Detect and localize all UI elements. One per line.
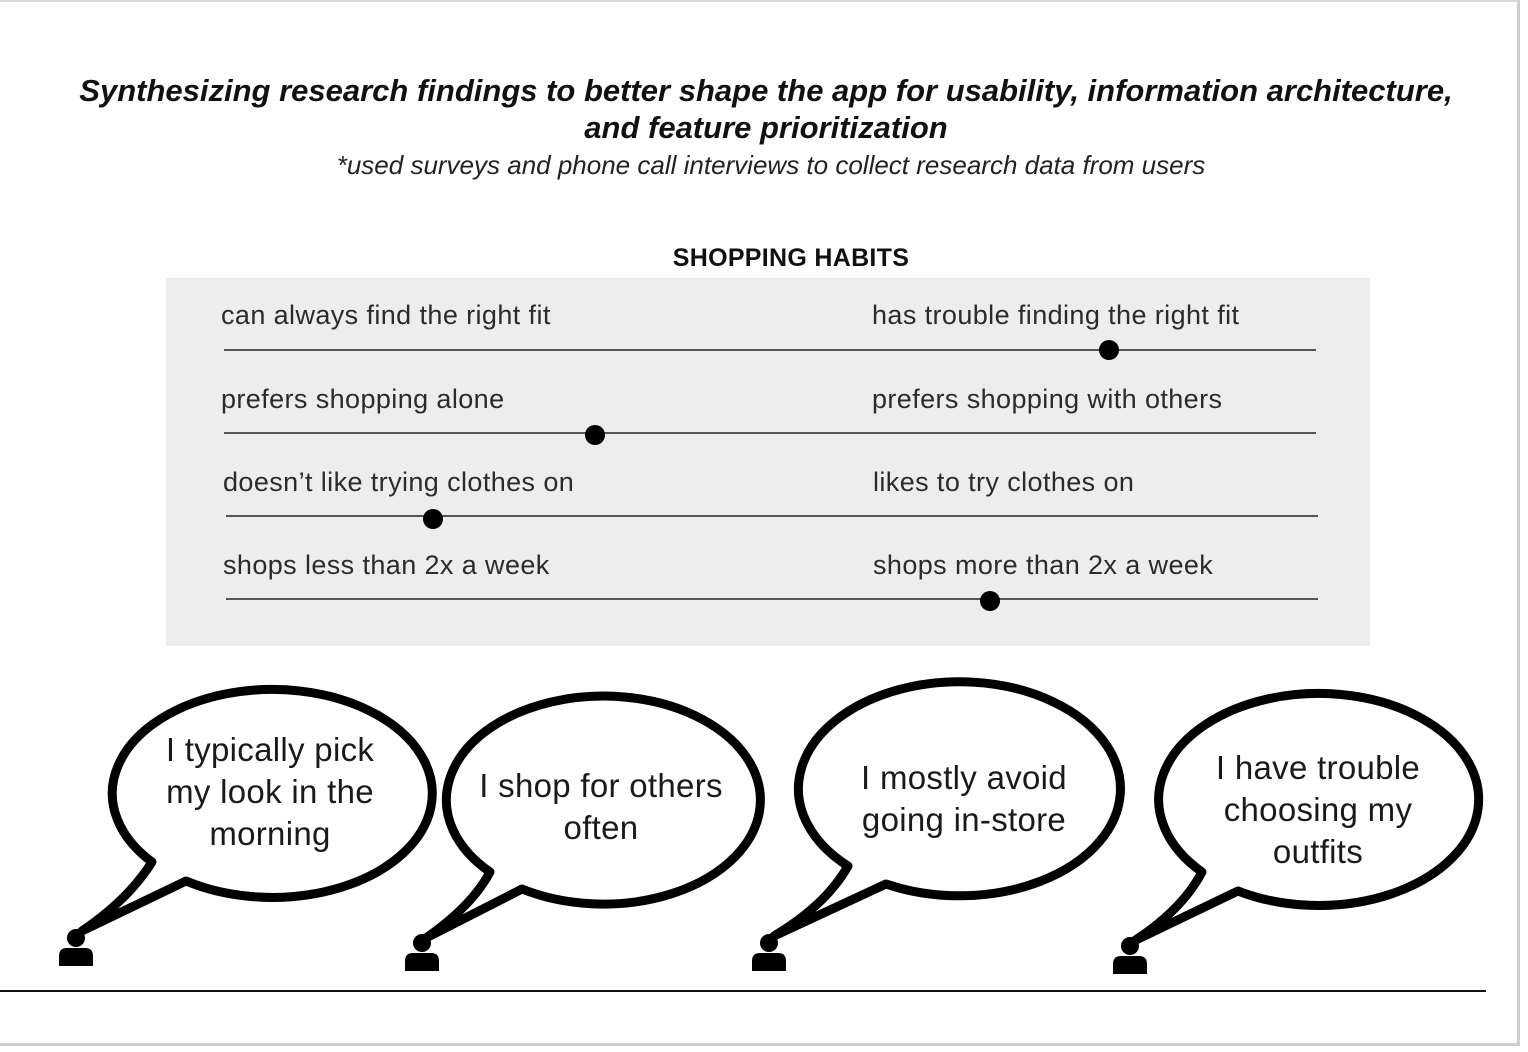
scale-3-right-label: likes to try clothes on (873, 467, 1135, 497)
scale-1-track (224, 349, 1316, 351)
scale-4-track (226, 598, 1318, 600)
quote-3-line-2: going in-store (861, 801, 1067, 838)
speech-bubble-icon (769, 677, 1125, 941)
quote-4-line-3: outfits (1272, 833, 1364, 870)
shopping-habits-title: SHOPPING HABITS (672, 244, 910, 272)
scale-2-right-label: prefers shopping with others (872, 384, 1223, 414)
scale-2-track (224, 432, 1316, 434)
scale-1-marker (1098, 340, 1119, 360)
shopping-habits-panel: can always find the right fit has troubl… (166, 278, 1370, 646)
speech-bubble-icon (77, 684, 437, 936)
scale-4-left-label: shops less than 2x a week (223, 550, 550, 580)
bottom-divider (0, 990, 1486, 992)
scale-3-left-label: doesn’t like trying clothes on (223, 467, 575, 497)
person-icon (405, 934, 439, 971)
person-icon (1113, 937, 1147, 974)
person-icon (752, 934, 786, 971)
scale-4-marker (980, 591, 1001, 611)
scale-1-right-label: has trouble finding the right fit (872, 300, 1240, 330)
scale-2-marker (585, 425, 606, 445)
scale-3-marker (423, 509, 444, 529)
quote-2: I shop for others often (452, 765, 750, 849)
scale-3-track (226, 515, 1318, 517)
quote-4-line-1: I have trouble (1215, 749, 1421, 786)
page-title: Synthesizing research findings to better… (79, 73, 1453, 145)
speech-bubble-icon (421, 691, 765, 943)
quote-2-line-2: often (563, 809, 639, 846)
quote-3: I mostly avoid going in-store (814, 757, 1114, 841)
quote-2-line-1: I shop for others (479, 767, 723, 804)
scale-1-left-label: can always find the right fit (221, 300, 551, 330)
person-icon (59, 929, 93, 966)
quote-4: I have trouble choosing my outfits (1168, 747, 1468, 873)
scale-2-left-label: prefers shopping alone (221, 384, 505, 414)
quote-1-line-1: I typically pick (165, 731, 375, 768)
quote-4-line-2: choosing my (1223, 791, 1413, 828)
page-subtitle: *used surveys and phone call interviews … (336, 150, 1206, 180)
speech-bubble-icon (1129, 688, 1484, 946)
quote-1-line-3: morning (209, 815, 331, 852)
quote-1-line-2: my look in the (166, 773, 374, 810)
quote-1: I typically pick my look in the morning (120, 729, 420, 855)
quote-3-line-1: I mostly avoid (861, 759, 1067, 796)
scale-4-right-label: shops more than 2x a week (873, 550, 1214, 580)
